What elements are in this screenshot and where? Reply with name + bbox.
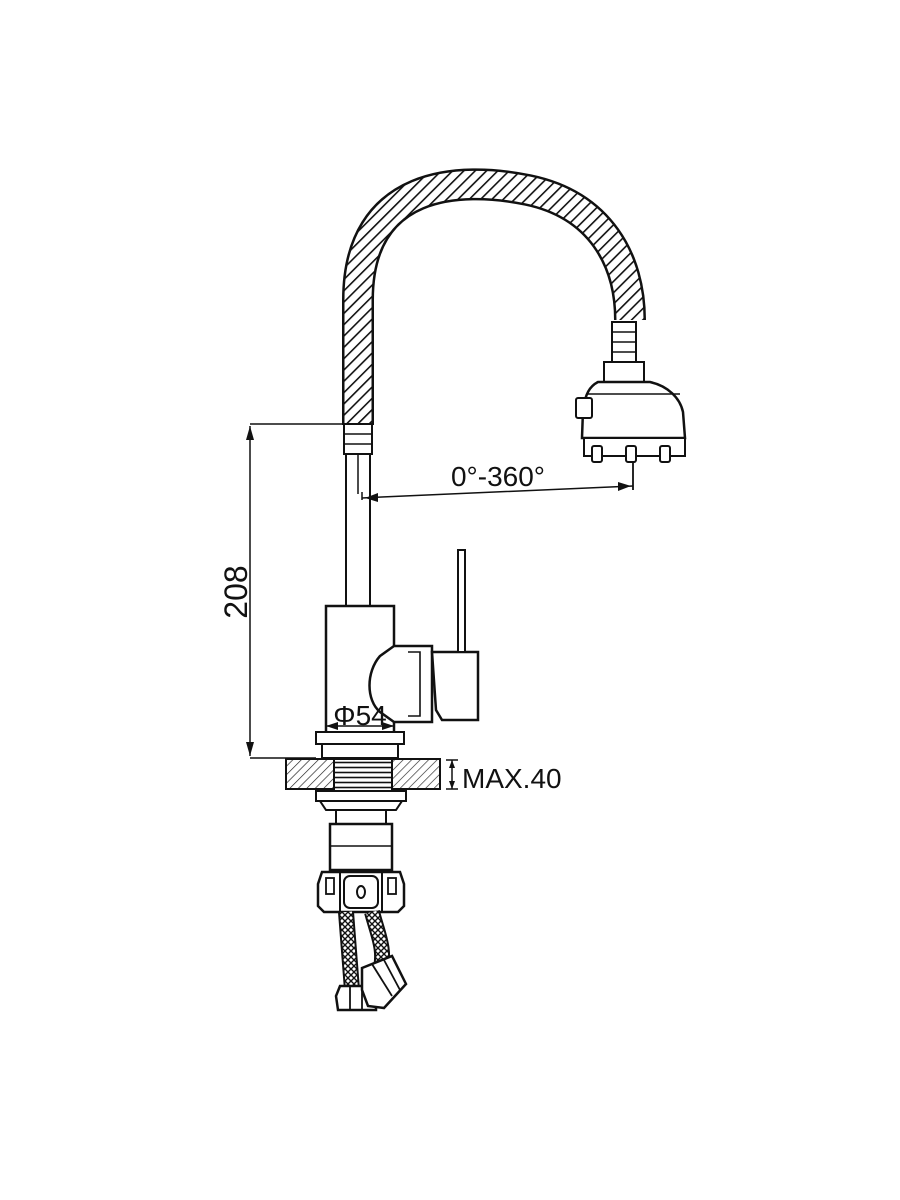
rotation-label: 0°-360°: [451, 461, 545, 492]
threaded-shank: [333, 758, 393, 792]
hose-end-fittings: [334, 954, 408, 1012]
flexible-spout: [342, 168, 646, 425]
diameter-label: Φ54: [333, 700, 386, 731]
thickness-dimension: [446, 759, 458, 790]
hose-nut: [316, 870, 406, 914]
height-label: 208: [218, 565, 254, 618]
mounting-nut: [315, 790, 407, 802]
thickness-label: MAX.40: [462, 763, 562, 794]
base-ring: [321, 743, 399, 759]
lower-shank: [328, 822, 394, 872]
countertop-section: [285, 758, 441, 790]
base-flange: [315, 731, 405, 745]
height-dimension: [246, 423, 344, 759]
rotation-dimension: [361, 482, 634, 502]
diameter-dimension: [326, 722, 394, 730]
lever-handle: [368, 549, 480, 724]
spout-collar: [343, 423, 373, 455]
spray-head: [575, 321, 687, 490]
